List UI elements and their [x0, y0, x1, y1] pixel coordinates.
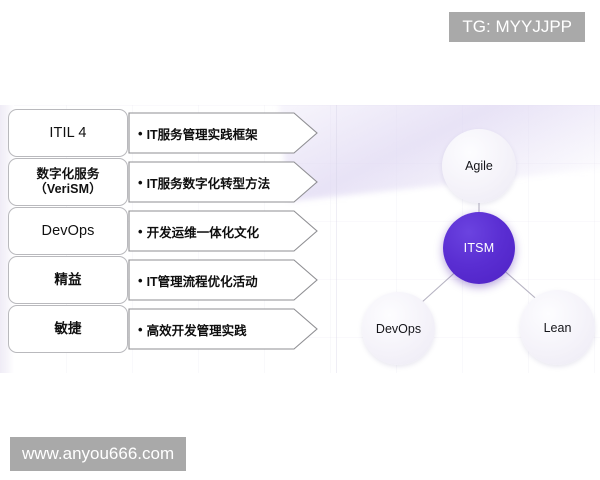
node-agile-label: Agile [465, 159, 493, 173]
node-devops-label: DevOps [375, 321, 422, 336]
arrow-shape [128, 161, 318, 203]
node-itsm[interactable]: ITSM [443, 212, 515, 284]
practice-description-label: IT服务管理实践框架 [146, 127, 258, 142]
practice-chip[interactable]: ITIL 4 [8, 109, 128, 157]
arrow-shape [128, 112, 318, 154]
practice-chip[interactable]: 数字化服务 （VeriSM） [8, 158, 128, 206]
practice-list: ITIL 4 • IT服务管理实践框架 数字化服务 （VeriSM） [0, 105, 336, 373]
practice-chip-label: 数字化服务 （VeriSM） [34, 167, 102, 196]
practice-chip-label: DevOps [41, 222, 95, 239]
arrow-shape [128, 259, 318, 301]
practice-chip[interactable]: DevOps [8, 207, 128, 255]
bullet-icon: • [138, 272, 143, 288]
bullet-icon: • [138, 174, 143, 190]
list-item[interactable]: DevOps • 开发运维一体化文化 [0, 207, 330, 255]
node-lean[interactable]: Lean [520, 290, 595, 365]
practice-chip-label: 敏捷 [54, 321, 82, 337]
practice-chip[interactable]: 敏捷 [8, 305, 128, 353]
practice-chip[interactable]: 精益 [8, 256, 128, 304]
node-agile[interactable]: Agile [442, 129, 516, 203]
bullet-icon: • [138, 223, 143, 239]
practice-description: • 开发运维一体化文化 [134, 210, 314, 252]
watermark-bottom-left: www.anyou666.com [10, 437, 187, 471]
practice-description: • IT服务数字化转型方法 [134, 161, 314, 203]
practice-description-label: 开发运维一体化文化 [146, 225, 260, 240]
practice-description-label: IT管理流程优化活动 [146, 274, 258, 289]
list-item[interactable]: 敏捷 • 高效开发管理实践 [0, 305, 330, 353]
practice-description-label: 高效开发管理实践 [146, 323, 247, 338]
practice-description-label: IT服务数字化转型方法 [146, 176, 271, 191]
practice-description: • IT服务管理实践框架 [134, 112, 314, 154]
practice-chip-label: ITIL 4 [49, 124, 87, 141]
watermark-top-right: TG: MYYJJPP [449, 12, 585, 42]
arrow-shape [128, 308, 318, 350]
practice-chip-label: 精益 [54, 272, 82, 288]
list-item[interactable]: 精益 • IT管理流程优化活动 [0, 256, 330, 304]
list-item[interactable]: 数字化服务 （VeriSM） • IT服务数字化转型方法 [0, 158, 330, 206]
practice-description: • IT管理流程优化活动 [134, 259, 314, 301]
bullet-icon: • [138, 125, 143, 141]
slide-content-area: ITIL 4 • IT服务管理实践框架 数字化服务 （VeriSM） [0, 105, 600, 373]
node-itsm-label: ITSM [463, 241, 495, 255]
node-lean-label: Lean [543, 320, 572, 335]
bullet-icon: • [138, 321, 143, 337]
practice-description: • 高效开发管理实践 [134, 308, 314, 350]
node-devops[interactable]: DevOps [362, 292, 435, 365]
arrow-shape [128, 210, 318, 252]
itsm-relationship-diagram: Agile ITSM DevOps Lean [336, 105, 600, 373]
list-item[interactable]: ITIL 4 • IT服务管理实践框架 [0, 109, 330, 157]
